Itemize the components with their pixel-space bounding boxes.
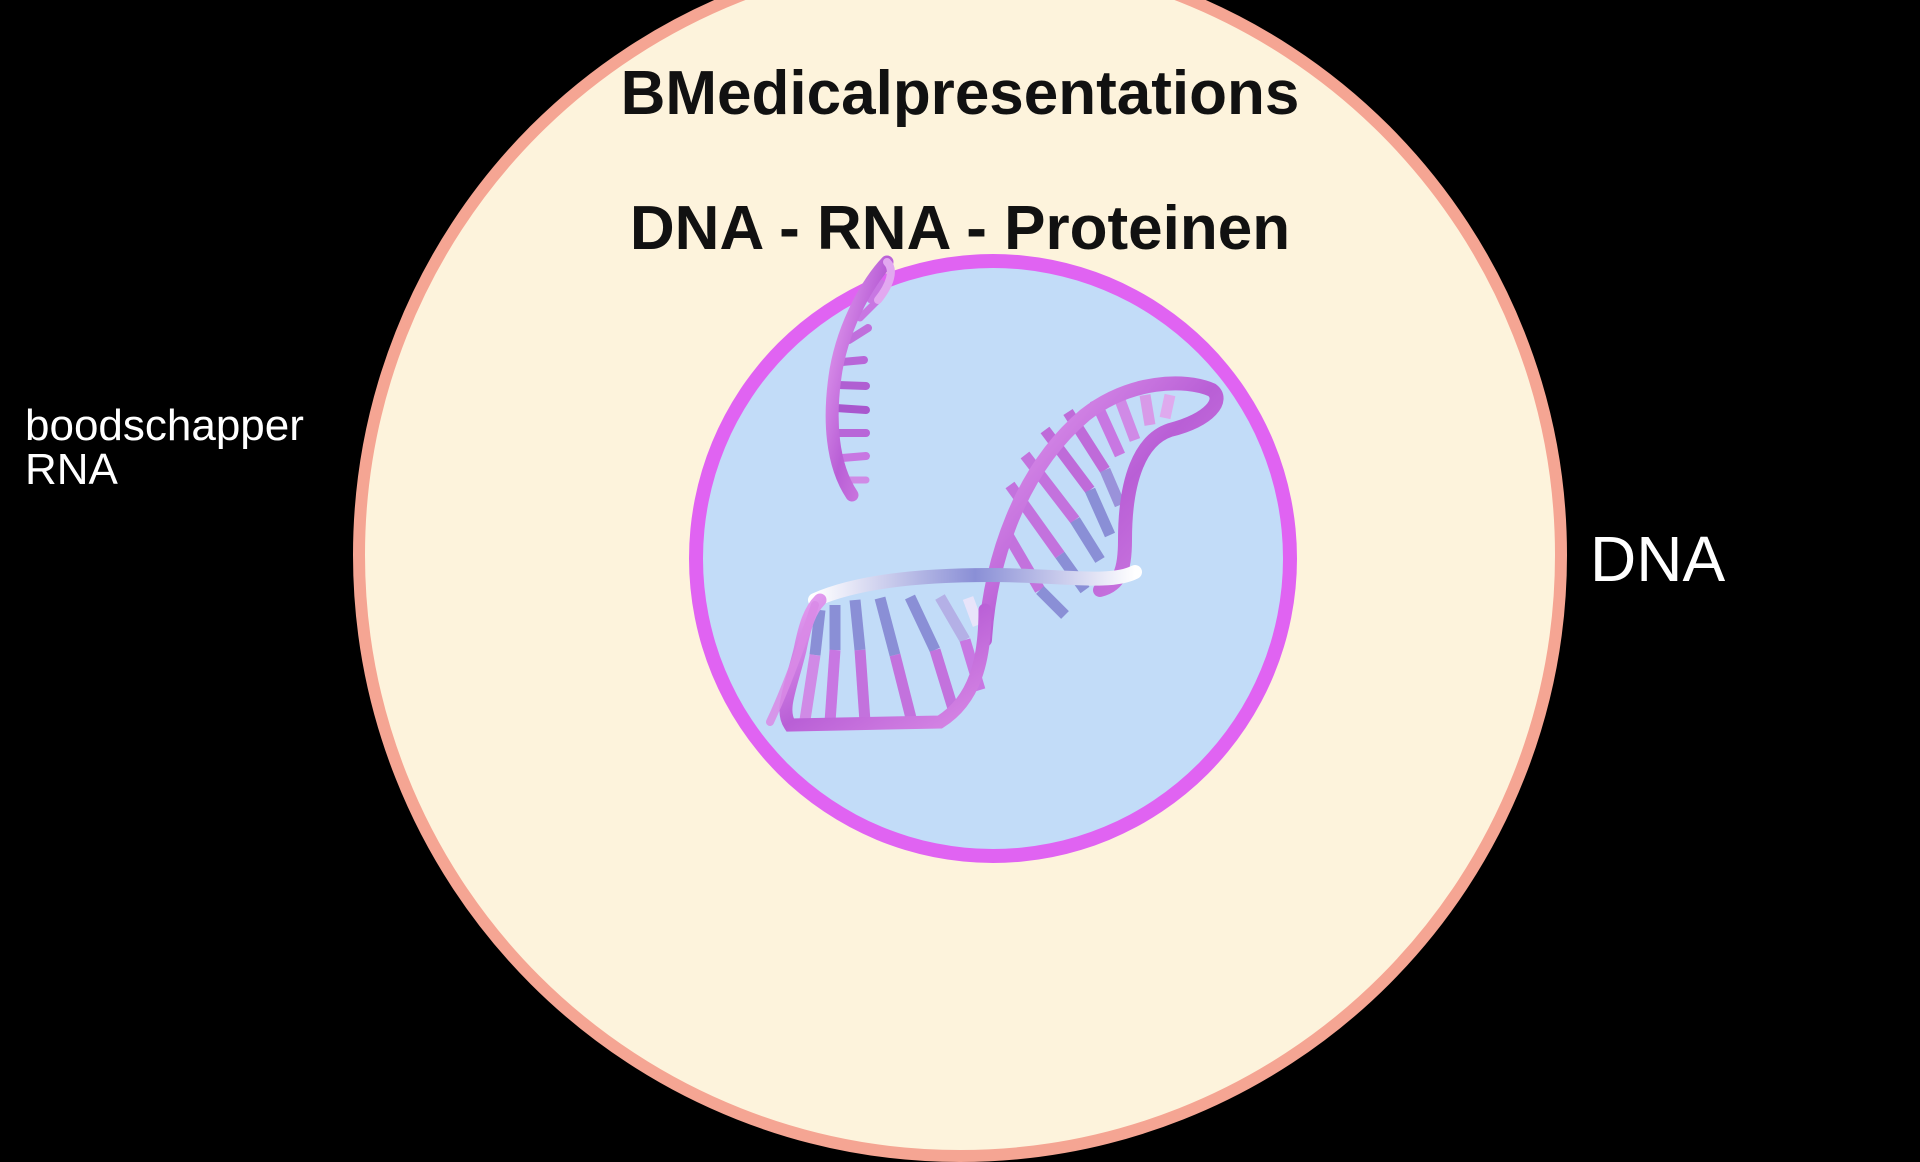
mrna-label-line2: RNA (25, 445, 118, 494)
mrna-label: boodschapper RNA (25, 404, 304, 492)
brand-title: BMedicalpresentations (620, 59, 1300, 128)
mrna-label-line1: boodschapper (25, 401, 304, 450)
nucleus-circle (689, 254, 1297, 863)
slide-subtitle: DNA - RNA - Proteinen (629, 194, 1291, 263)
dna-label: DNA (1590, 523, 1726, 595)
slide: BMedicalpresentations DNA - RNA - Protei… (25, 0, 1726, 1162)
